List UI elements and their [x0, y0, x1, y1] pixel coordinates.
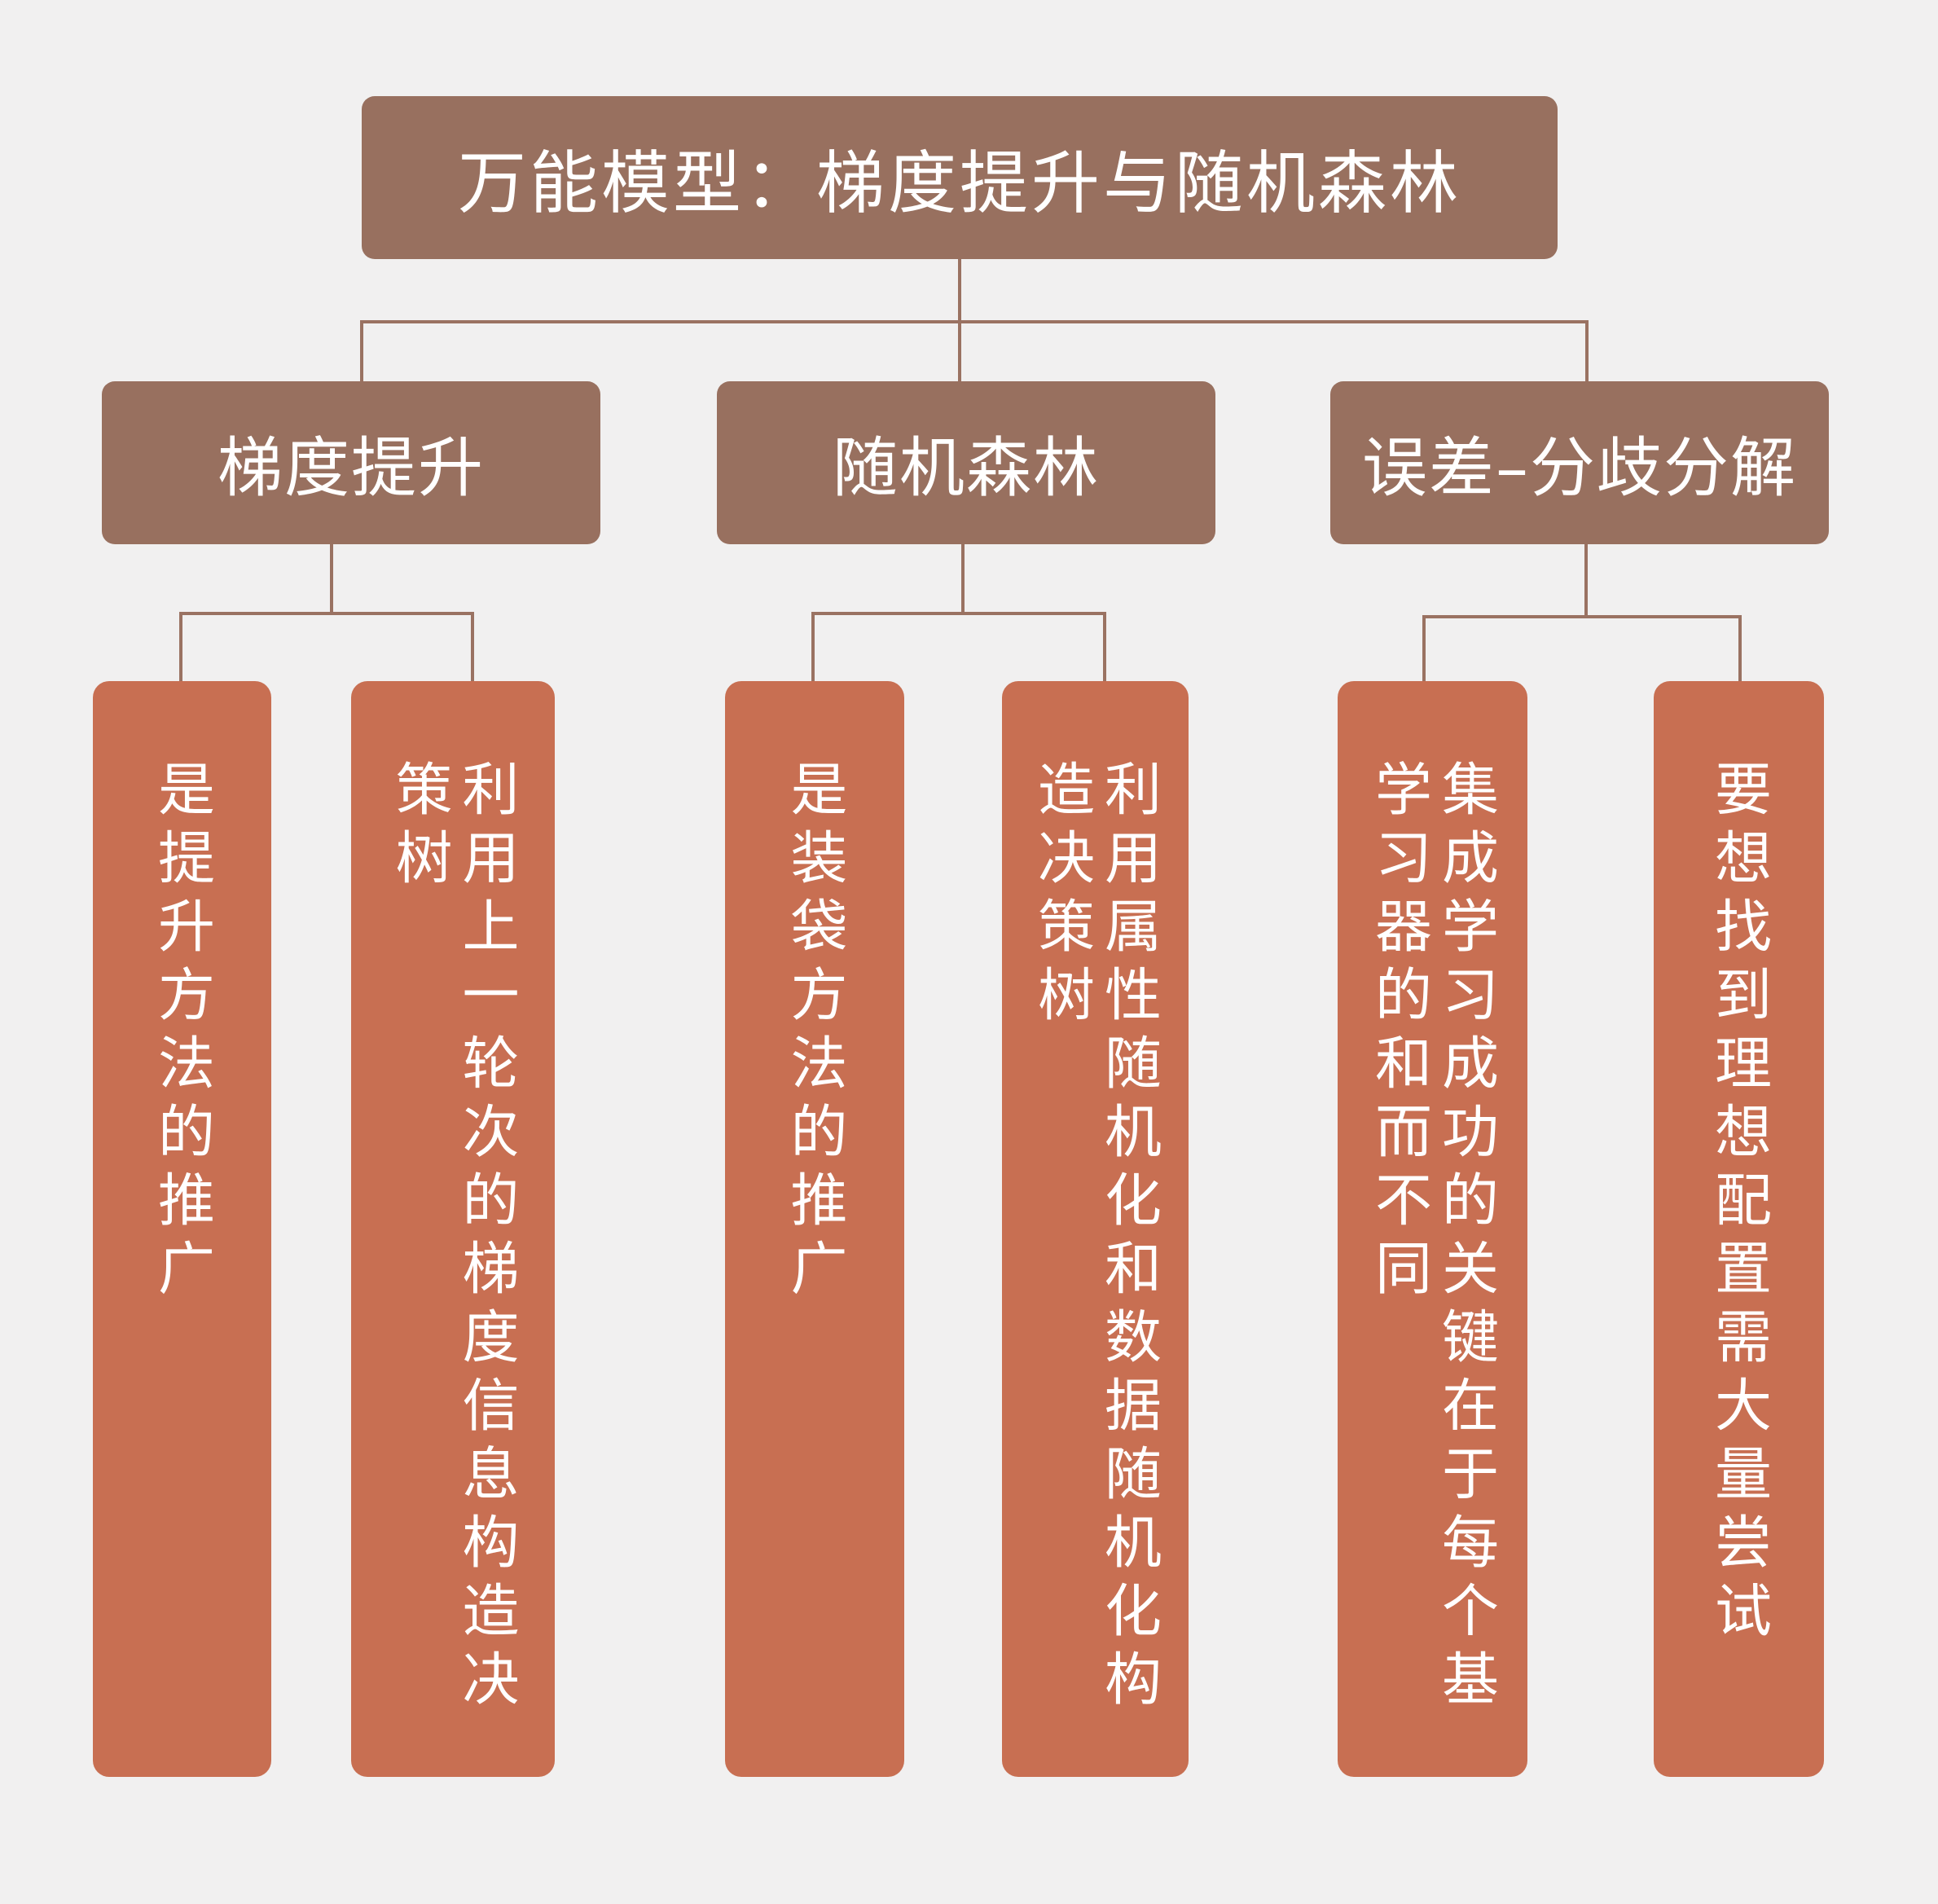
leaf-node-randomized-tree: 利用属性随机化和数据随机化构造决策树 — [1002, 681, 1189, 1777]
leaf-text: 利用属性随机化和数据随机化构造决策树 — [1028, 759, 1162, 1717]
branch-node-gradient-boosting: 梯度提升 — [102, 381, 600, 544]
branch-node-random-forest: 随机森林 — [717, 381, 1215, 544]
leaf-text: 是装袋方法的推广 — [781, 759, 848, 1307]
leaf-text: 是提升方法的推广 — [148, 759, 216, 1307]
leaf-node-diversity-key: 集成学习成功的关键在于每个基学习器的和而不同 — [1338, 681, 1527, 1777]
leaf-text: 利用上一轮次的梯度信息构造决策树 — [386, 759, 520, 1717]
branch-label: 梯度提升 — [218, 430, 485, 506]
branch-label: 误差–分歧分解 — [1362, 430, 1797, 506]
leaf-node-configuration-trials: 要想找到理想配置需大量尝试 — [1654, 681, 1824, 1777]
branch-label: 随机森林 — [833, 430, 1100, 506]
leaf-node-gradient-tree: 利用上一轮次的梯度信息构造决策树 — [351, 681, 555, 1777]
root-node: 万能模型：梯度提升与随机森林 — [362, 96, 1558, 259]
leaf-text: 要想找到理想配置需大量尝试 — [1705, 759, 1773, 1649]
root-title: 万能模型：梯度提升与随机森林 — [457, 143, 1461, 223]
leaf-text: 集成学习成功的关键在于每个基学习器的和而不同 — [1365, 759, 1500, 1717]
leaf-node-boosting-generalization: 是提升方法的推广 — [93, 681, 271, 1777]
branch-node-error-ambiguity: 误差–分歧分解 — [1330, 381, 1829, 544]
leaf-node-bagging-generalization: 是装袋方法的推广 — [725, 681, 904, 1777]
